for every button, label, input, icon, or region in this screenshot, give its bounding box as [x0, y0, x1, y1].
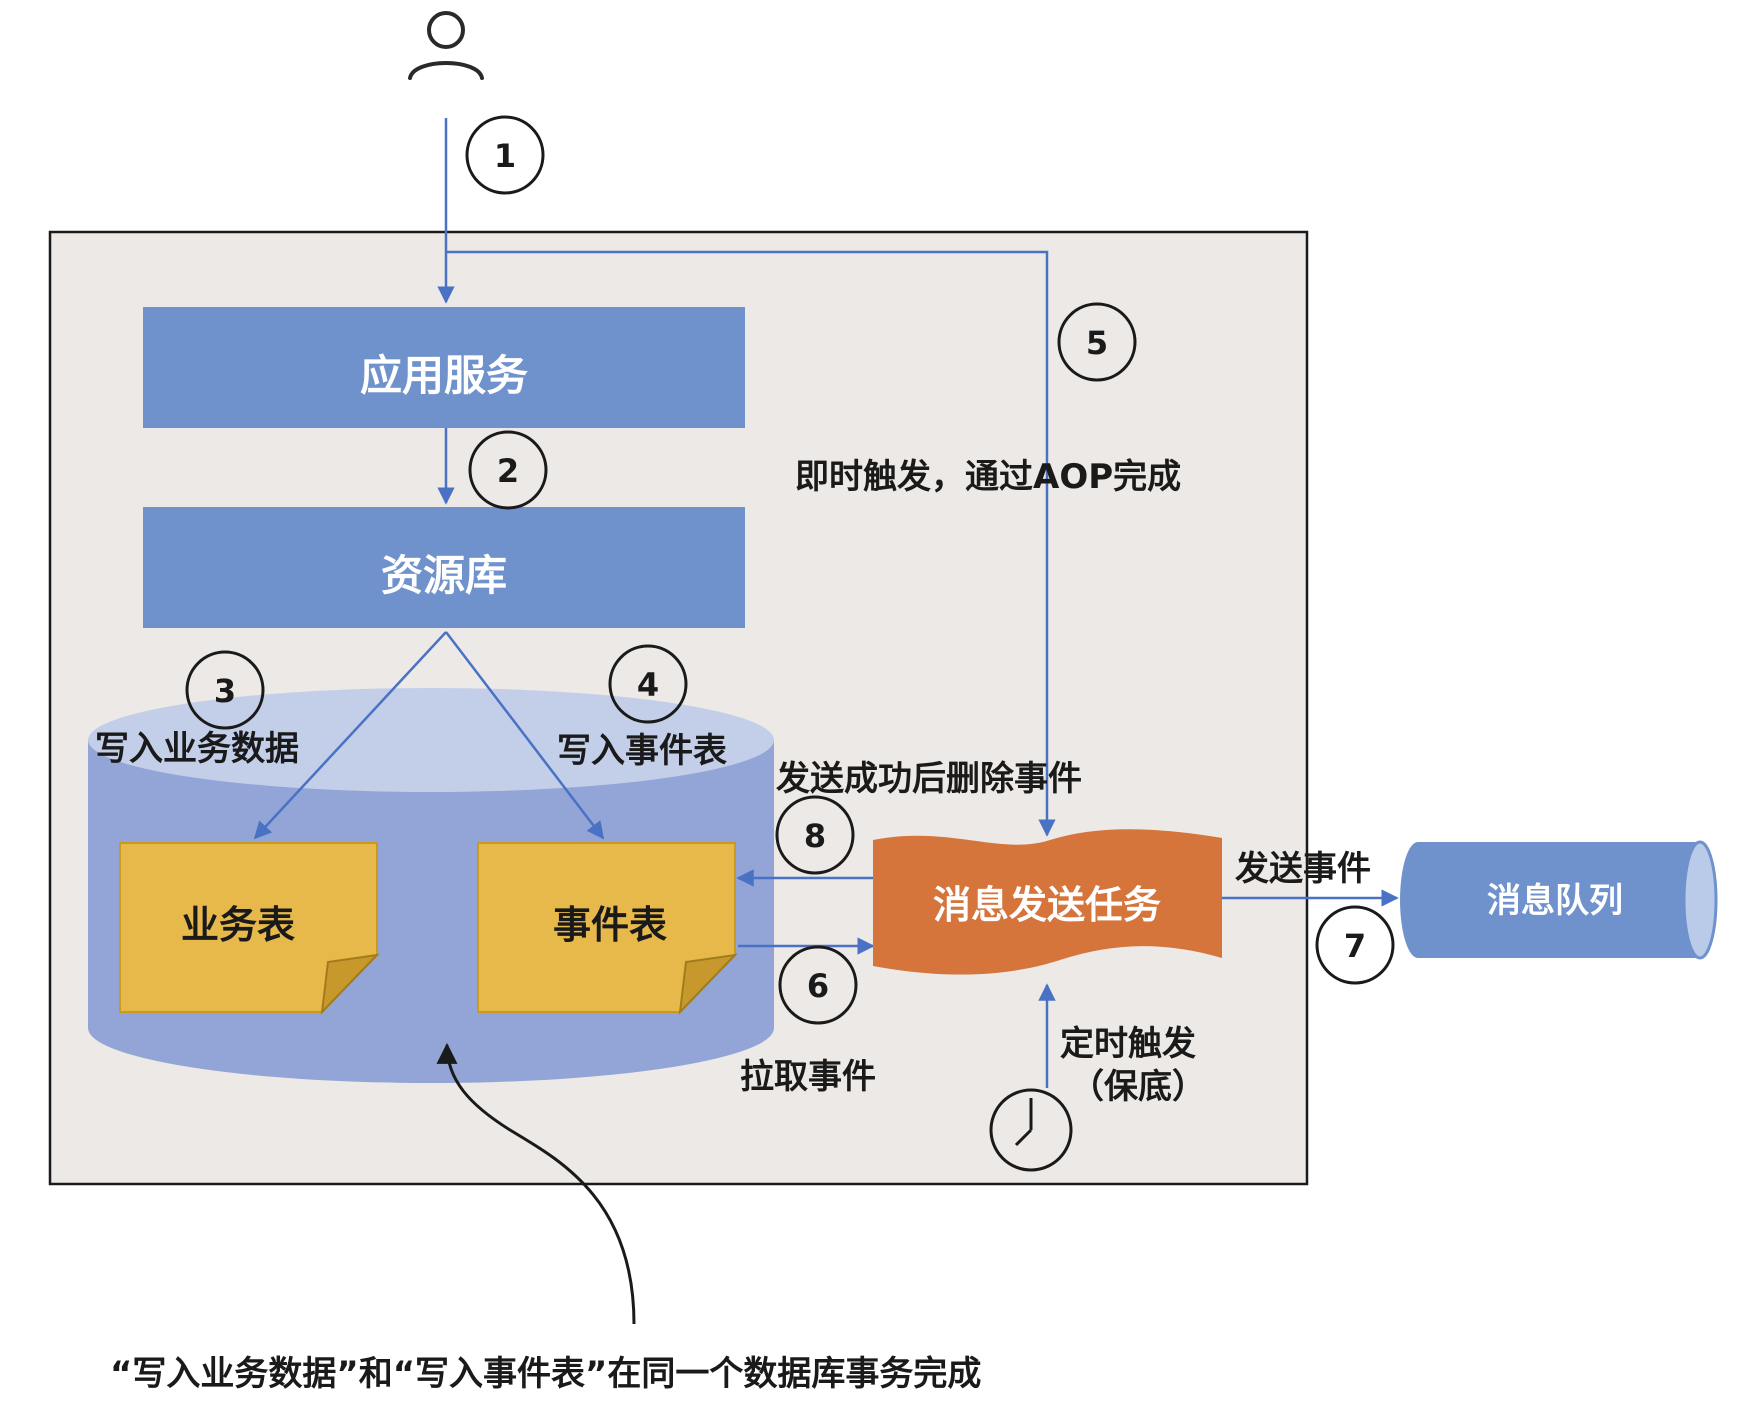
message-queue-label: 消息队列 [1487, 881, 1623, 921]
app-service-label: 应用服务 [360, 351, 528, 400]
event-table-label: 事件表 [553, 903, 667, 947]
transaction-note: “写入业务数据”和“写入事件表”在同一个数据库事务完成 [110, 1354, 981, 1394]
svg-text:1: 1 [494, 137, 516, 175]
svg-text:8: 8 [804, 817, 826, 855]
user-icon [408, 11, 484, 80]
business-table: 业务表 [119, 842, 380, 1015]
app-service-box: 应用服务 [143, 307, 745, 428]
svg-text:5: 5 [1086, 324, 1108, 362]
pull-event-label: 拉取事件 [740, 1057, 876, 1097]
business-table-label: 业务表 [181, 903, 295, 947]
repository-box: 资源库 [143, 507, 745, 628]
svg-text:7: 7 [1344, 927, 1366, 965]
timer-fallback-label: （保底） [1070, 1067, 1206, 1107]
write-business-label: 写入业务数据 [95, 729, 299, 769]
svg-text:2: 2 [497, 452, 519, 490]
message-send-task: 消息发送任务 [873, 829, 1222, 975]
step-3-badge: 3 [185, 650, 265, 730]
repository-label: 资源库 [381, 551, 507, 600]
instant-trigger-label: 即时触发，通过AOP完成 [795, 457, 1181, 497]
arrow-write-business [253, 631, 447, 840]
arrow-aop-trigger [446, 250, 1056, 837]
step-8-badge: 8 [775, 795, 855, 875]
send-event-label: 发送事件 [1235, 849, 1371, 889]
event-table: 事件表 [477, 842, 738, 1015]
arrow-transaction-note [436, 1042, 636, 1325]
svg-text:4: 4 [637, 666, 659, 704]
step-1-badge: 1 [465, 115, 545, 195]
delete-after-send-label: 发送成功后删除事件 [776, 759, 1082, 799]
message-queue: 消息队列 [1400, 840, 1718, 960]
arrow-write-event [445, 631, 605, 840]
step-4-badge: 4 [608, 644, 688, 724]
step-6-badge: 6 [778, 945, 858, 1025]
svg-text:3: 3 [214, 672, 236, 710]
step-7-badge: 7 [1315, 905, 1395, 985]
write-event-label: 写入事件表 [557, 731, 727, 771]
step-2-badge: 2 [468, 430, 548, 510]
step-5-badge: 5 [1057, 302, 1137, 382]
timer-trigger-label: 定时触发 [1060, 1024, 1196, 1064]
clock-icon [989, 1088, 1073, 1172]
svg-text:6: 6 [807, 967, 829, 1005]
message-task-label: 消息发送任务 [933, 883, 1161, 927]
